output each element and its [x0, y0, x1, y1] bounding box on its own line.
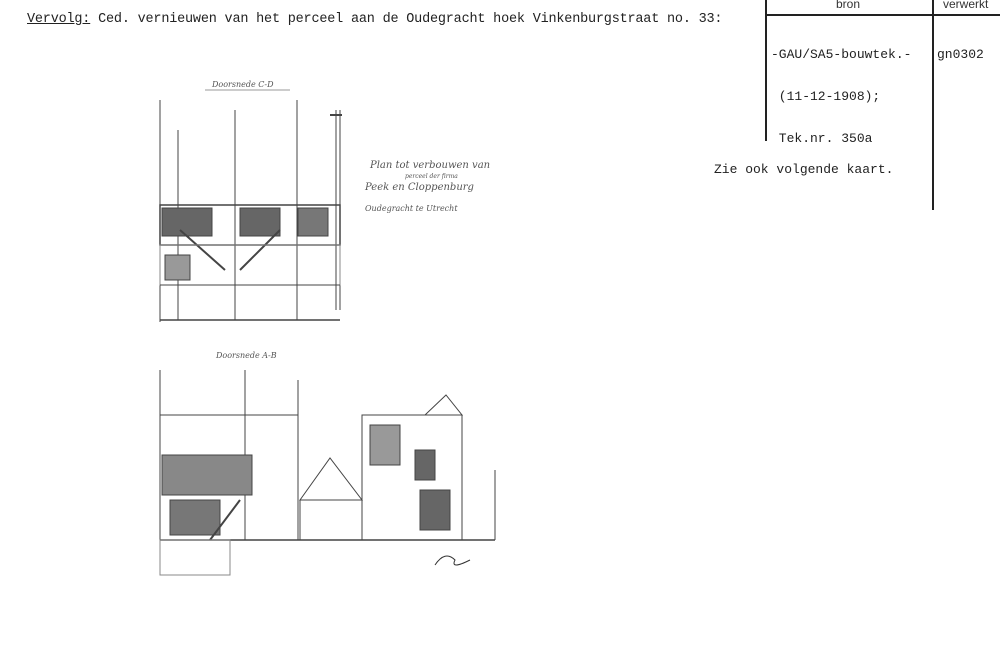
table-divider-right	[932, 0, 934, 210]
architectural-drawing: Doorsnede C-D Plan tot verbouwen van per…	[159, 80, 496, 576]
title-line: Plan tot verbouwen van	[369, 160, 490, 171]
title-line: perceel der firma	[405, 173, 458, 180]
heading-lead: Vervolg:	[27, 12, 91, 27]
title-line: Peek en Cloppenburg	[364, 182, 474, 193]
section-ab	[159, 370, 496, 576]
signature	[434, 555, 471, 566]
title-line: Oudegracht te Utrecht	[365, 204, 458, 213]
table-header-rule	[765, 14, 1000, 16]
section-label-ab: Doorsnede A-B	[215, 351, 277, 360]
source-line: (11-12-1908);	[771, 89, 881, 104]
processed-code: gn0302	[937, 47, 984, 62]
card-heading: Vervolg: Ced. vernieuwen van het perceel…	[27, 12, 723, 27]
table-divider-left	[765, 0, 767, 141]
heading-text: Ced. vernieuwen van het perceel aan de O…	[90, 12, 723, 27]
section-label-cd: Doorsnede C-D	[211, 80, 274, 89]
source-line: -GAU/SA5-bouwtek.-	[771, 47, 912, 62]
section-cd	[159, 100, 342, 322]
column-header-verwerkt: verwerkt	[943, 0, 989, 11]
source-line: Tek.nr. 350a	[771, 131, 873, 146]
column-header-bron: bron	[836, 0, 861, 11]
title-block: Plan tot verbouwen van perceel der firma…	[364, 160, 490, 213]
note-text: Zie ook volgende kaart.	[714, 162, 894, 177]
source-reference: -GAU/SA5-bouwtek.- (11-12-1908); Tek.nr.…	[771, 20, 911, 160]
